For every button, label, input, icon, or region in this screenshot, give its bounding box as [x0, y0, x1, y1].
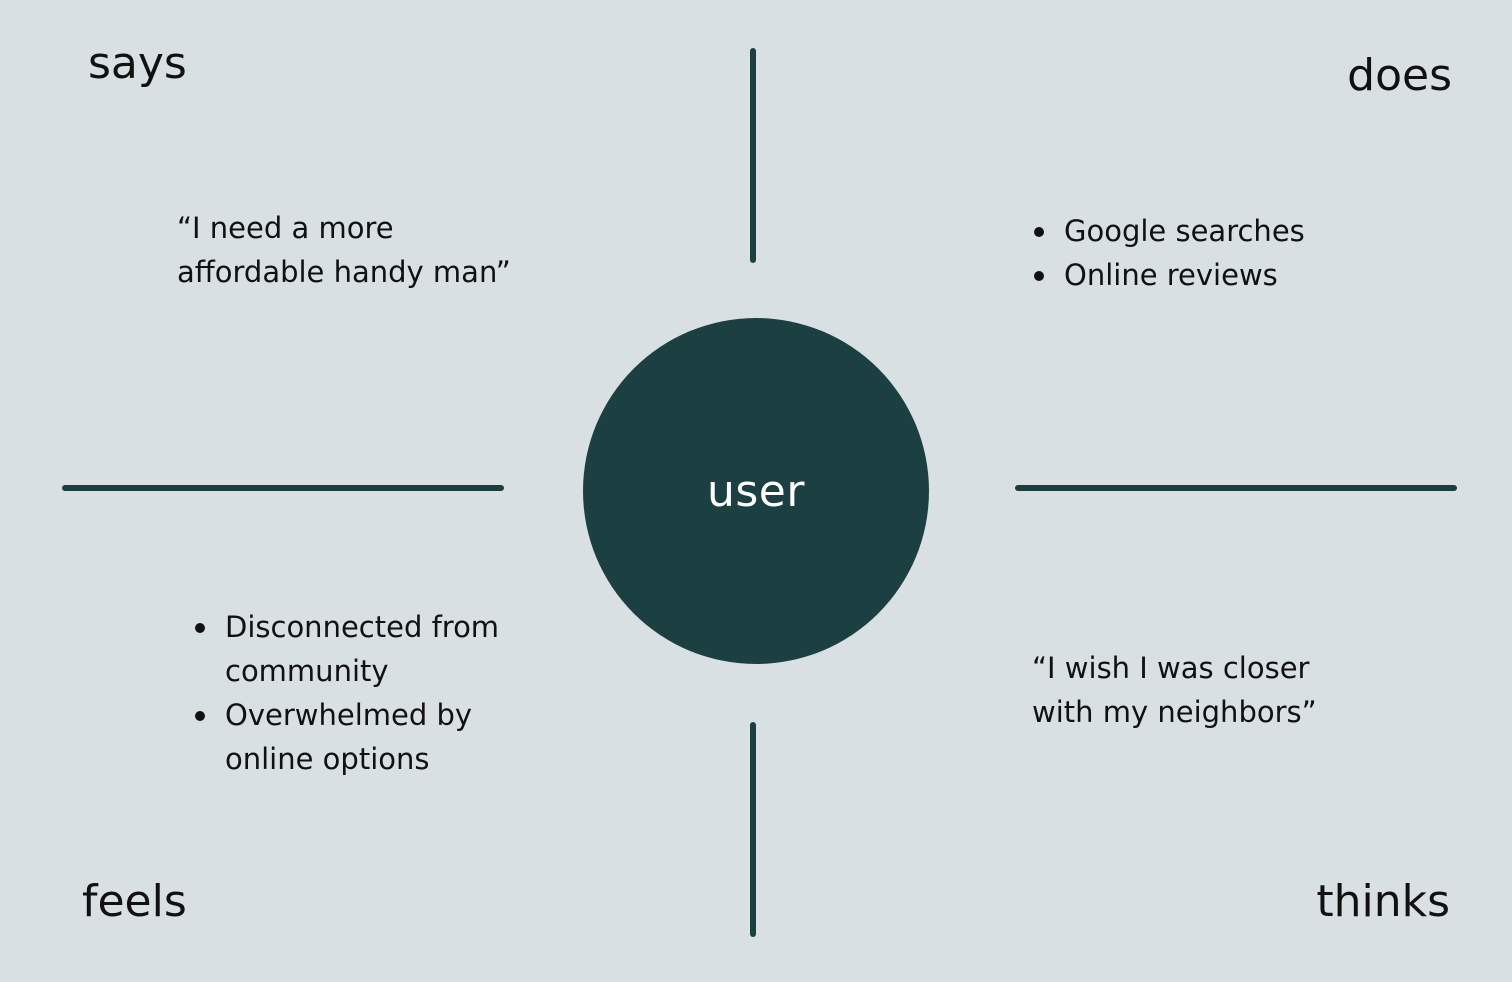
divider-left [62, 485, 504, 491]
does-list-item: Google searches [1032, 209, 1352, 253]
says-quote: “I need a more affordable handy man” [177, 206, 557, 294]
feels-title: feels [82, 876, 187, 927]
thinks-quote: “I wish I was closer with my neighbors” [1032, 646, 1362, 734]
divider-top [750, 48, 756, 263]
user-label: user [707, 465, 805, 517]
thinks-quote-line: “I wish I was closer [1032, 651, 1310, 685]
feels-list-item: Disconnected from community [193, 605, 513, 693]
feels-list: Disconnected from community Overwhelmed … [193, 605, 513, 781]
feels-list-item: Overwhelmed by online options [193, 693, 513, 781]
says-title: says [88, 38, 187, 89]
does-title: does [1347, 50, 1452, 101]
does-list: Google searches Online reviews [1032, 209, 1352, 297]
user-circle: user [583, 318, 929, 664]
divider-bottom [750, 722, 756, 937]
divider-right [1015, 485, 1457, 491]
says-quote-line: affordable handy man” [177, 255, 511, 289]
does-list-item: Online reviews [1032, 253, 1352, 297]
thinks-quote-line: with my neighbors” [1032, 695, 1317, 729]
thinks-title: thinks [1316, 876, 1450, 927]
says-quote-line: “I need a more [177, 211, 394, 245]
